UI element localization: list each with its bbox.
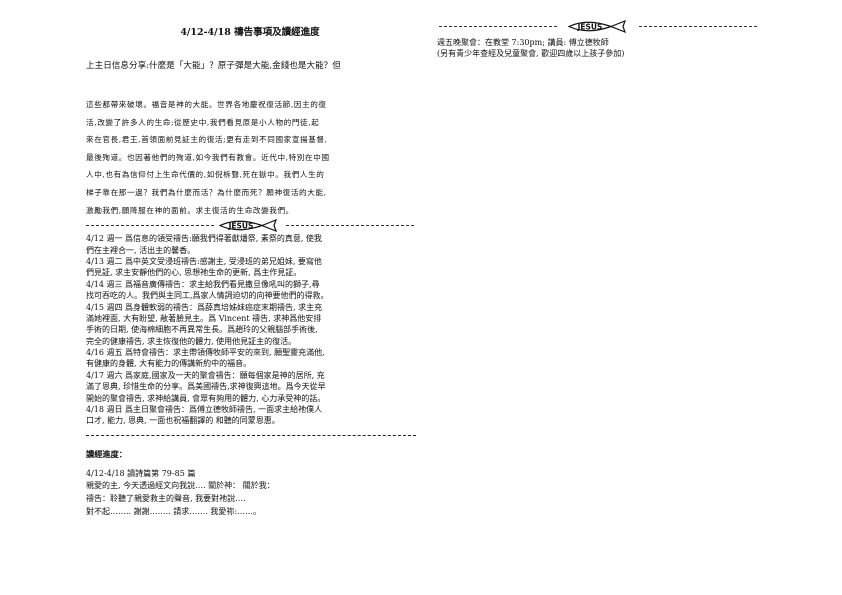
right-column: JESUS 週五晚聚會：在教堂 7:30pm; 講員: 傅立德牧師 (另有青少年…	[437, 20, 767, 59]
prayer-line: 4/18 週日 爲主日聚會禱告：爲傅立德牧師禱告, 一面求主給祂僕人	[86, 405, 323, 415]
prayer-line: 們在主裡合一, 活出主的馨香。	[86, 245, 196, 255]
sermon-line: 人中,也有為信仰付上生命代價的,如倪柝聲,死在獄中。我們人生的	[86, 170, 325, 180]
sermon-line: 激勵我們,願降服在神的面前。求主復活的生命改變我們。	[86, 205, 294, 215]
sermon-line: 活,改變了許多人的生命;從歷史中,我們看見原是小人物的門徒,起	[86, 117, 320, 127]
prayer-line: 有健康的身體, 大有能力的傳講新約中的福音。	[86, 359, 252, 369]
sermon-heading: 上主日信息分享:什麼是「大能」？原子彈是大能,金錢也是大能？但	[86, 61, 341, 71]
reading-line: 禱告：聆聽了親愛救主的聲音, 我要對祂說….	[86, 493, 246, 503]
sermon-line: 這些都帶來破壞。福音是神的大能。世界各地慶祝復活節,因主的復	[86, 100, 327, 109]
info-line: 週五晚聚會：在教堂 7:30pm; 講員: 傅立德牧師	[437, 38, 609, 47]
jesus-fish-label: JESUS	[228, 222, 254, 231]
section-divider	[86, 434, 416, 436]
reading-plan: 4/12-4/18 讀詩篇第 79-85 篇 親愛的主, 今天透過經文向我說….…	[86, 468, 414, 518]
jesus-fish-icon: JESUS	[567, 20, 627, 33]
jesus-fish-label: JESUS	[577, 23, 603, 32]
reading-line: 親愛的主, 今天透過經文向我說…. 關於神： 關於我：	[86, 481, 275, 491]
page-title: 4/12-4/18 禱告事項及讀經進度	[180, 27, 320, 38]
jesus-fish-divider: JESUS	[437, 20, 767, 34]
prayer-line: 找可吞吃的人。我們與主同工,爲家人情詞迫切的向神要他們的得救。	[86, 291, 329, 301]
prayer-line: 滿她裡面, 大有盼望, 敞著臉見主。爲 Vincent 禱告, 求神爲他安排	[86, 313, 322, 323]
reading-title: 讀經進度：	[86, 448, 127, 459]
prayer-line: 4/13 週二 爲中英文受浸班禱告:感謝主, 受浸班的弟兄姐妹, 要寫他	[86, 256, 322, 266]
friday-meeting-info: 週五晚聚會：在教堂 7:30pm; 講員: 傅立德牧師 (另有青少年查經及兒童聚…	[437, 37, 767, 59]
prayer-line: 開始的聚會禱告, 求神給講員, 會眾有夠用的體力, 心力承受神的話。	[86, 393, 326, 403]
prayer-line: 完全的健康禱告, 求主恢復他的體力, 使用他見証主的復活。	[86, 336, 297, 346]
prayer-line: 4/16 週五 爲特會禱告：求主帶領傳牧師平安的來到, 願聖靈充滿他,	[86, 348, 325, 358]
sermon-line: 來在官長,君王,首領面前見証主的復活;更有走到不同國家宣揚基督,	[86, 135, 328, 145]
prayer-line: 4/14 週三 爲福音廣傳禱告：求主給我們看見撒旦像吼叫的獅子,尋	[86, 279, 320, 289]
prayer-line: 4/15 週四 爲身體軟弱的禱告：爲薛真培姊妹癌症末期禱告, 求主充	[86, 302, 323, 312]
jesus-fish-icon: JESUS	[218, 219, 278, 233]
sermon-line: 最後殉道。也因著他們的殉道,如今我們有教會。近代中,特別在中國	[86, 152, 330, 162]
reading-line: 4/12-4/18 讀詩篇第 79-85 篇	[86, 468, 196, 478]
prayer-line: 4/17 週六 爲家庭,國家及一天的聚會禱告：願每個家是神的居所, 充	[86, 370, 325, 380]
jesus-fish-divider: JESUS	[86, 219, 414, 233]
prayer-line: 滿了恩典, 珍惜生命的分享。爲美國禱告,求神復興這地。爲今天從早	[86, 382, 326, 392]
reading-line: 對不起…….. 謝謝…….. 請求……. 我愛祢:……。	[86, 506, 262, 516]
info-line: (另有青少年查經及兒童聚會, 歡迎四歲以上孩子參加)	[437, 49, 625, 58]
left-column: 4/12-4/18 禱告事項及讀經進度 上主日信息分享:什麼是「大能」？原子彈是…	[86, 24, 416, 518]
prayer-line: 4/12 週一 爲信息的領受禱告:願我們得著獻燔祭, 素祭的真意, 使我	[86, 234, 322, 244]
prayer-line: 們見証, 求主安靜他們的心, 思想祂生命的更新, 爲主作見証。	[86, 268, 302, 278]
prayer-line: 口才, 能力, 恩典, 一面也祝福翻譯的 和聽的同蒙恩惠。	[86, 416, 280, 426]
divider-line	[439, 26, 557, 27]
prayer-list: 4/12 週一 爲信息的領受禱告:願我們得著獻燔祭, 素祭的真意, 使我 們在主…	[86, 233, 414, 427]
sermon-line: 梯子靠在那一邊？我們為什麼而活？為什麼而死？願神復活的大能,	[86, 187, 327, 197]
prayer-line: 手術的日期, 使海棉細胞不再異常生長。爲趙玲的父親腦部手術後,	[86, 325, 318, 335]
divider-line	[286, 225, 414, 227]
sermon-text: 這些都帶來破壞。福音是神的大能。世界各地慶祝復活節,因主的復 活,改變了許多人的…	[86, 96, 414, 219]
divider-line	[639, 26, 757, 27]
divider-line	[86, 225, 214, 227]
